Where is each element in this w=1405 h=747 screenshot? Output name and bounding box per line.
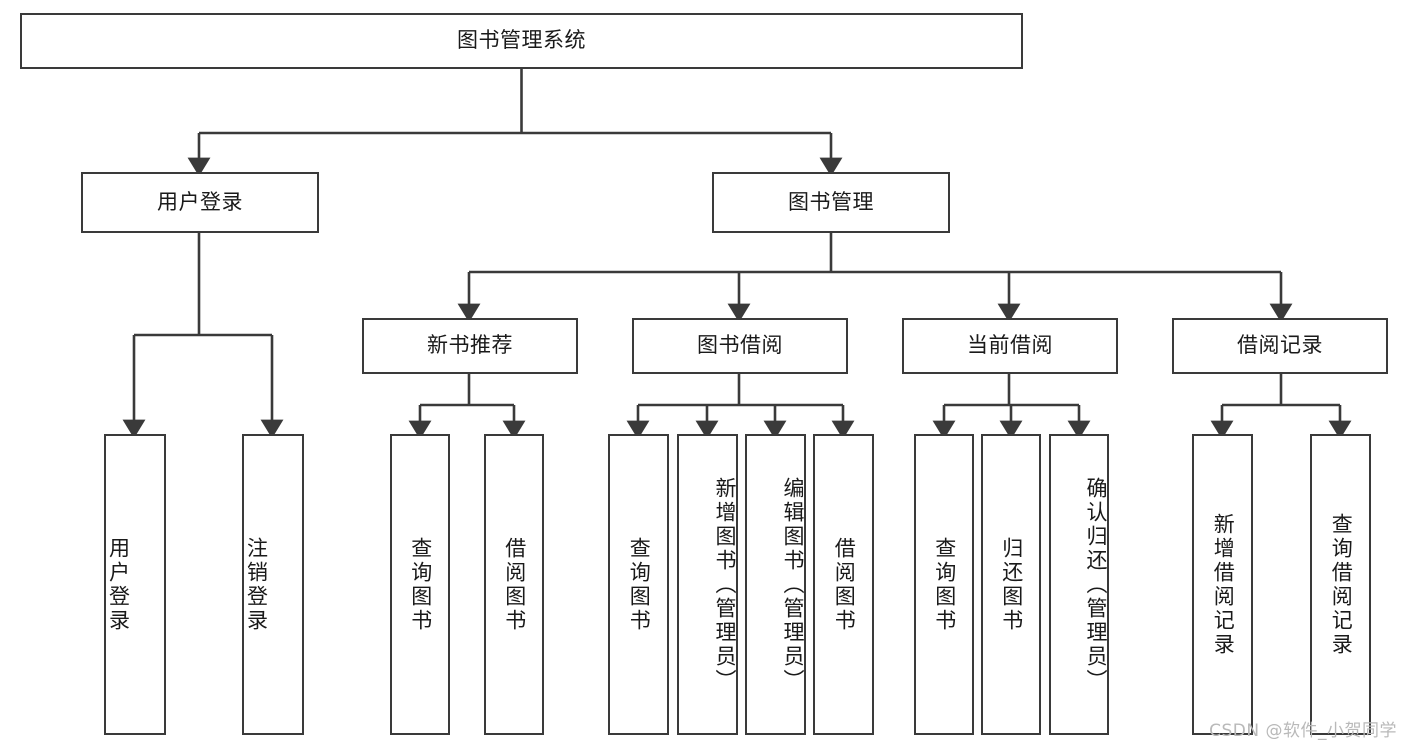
leaf-current-return-book-label: 归还图书	[999, 536, 1024, 633]
node-borrow-record[interactable]: 借阅记录	[1172, 318, 1388, 374]
leaf-borrow-query-book[interactable]: 查询图书	[608, 434, 669, 735]
leaf-borrow-add-book-admin-label: 新增图书（管理员）	[713, 476, 737, 693]
leaf-borrow-add-book-admin[interactable]: 新增图书（管理员）	[677, 434, 738, 735]
node-book-borrow[interactable]: 图书借阅	[632, 318, 848, 374]
leaf-current-query-book[interactable]: 查询图书	[914, 434, 974, 735]
node-new-book-recommendation-label: 新书推荐	[427, 333, 513, 358]
leaf-current-confirm-return-admin[interactable]: 确认归还（管理员）	[1049, 434, 1109, 735]
leaf-rec-query-book-label: 查询图书	[408, 536, 433, 633]
leaf-record-query-record-label: 查询借阅记录	[1329, 512, 1354, 657]
node-user-login[interactable]: 用户登录	[81, 172, 319, 233]
node-root-system-label: 图书管理系统	[457, 28, 586, 53]
node-borrow-record-label: 借阅记录	[1237, 333, 1323, 358]
leaf-current-return-book[interactable]: 归还图书	[981, 434, 1041, 735]
node-book-management[interactable]: 图书管理	[712, 172, 950, 233]
leaf-borrow-edit-book-admin[interactable]: 编辑图书（管理员）	[745, 434, 806, 735]
leaf-current-confirm-return-admin-label: 确认归还（管理员）	[1084, 476, 1108, 693]
leaf-record-query-record[interactable]: 查询借阅记录	[1310, 434, 1371, 735]
leaf-rec-borrow-book[interactable]: 借阅图书	[484, 434, 544, 735]
node-new-book-recommendation[interactable]: 新书推荐	[362, 318, 578, 374]
csdn-watermark: CSDN @软件_小贺同学	[1209, 721, 1397, 741]
node-book-management-label: 图书管理	[788, 189, 874, 214]
leaf-user-login-label: 用户登录	[106, 536, 131, 633]
node-current-borrow-label: 当前借阅	[967, 333, 1053, 358]
leaf-rec-borrow-book-label: 借阅图书	[502, 536, 527, 633]
leaf-record-add-record-label: 新增借阅记录	[1211, 512, 1236, 657]
leaf-user-login[interactable]: 用户登录	[104, 434, 166, 735]
leaf-rec-query-book[interactable]: 查询图书	[390, 434, 450, 735]
leaf-borrow-borrow-book-label: 借阅图书	[832, 536, 857, 633]
node-book-borrow-label: 图书借阅	[697, 333, 783, 358]
leaf-current-query-book-label: 查询图书	[932, 536, 957, 633]
node-user-login-label: 用户登录	[157, 189, 243, 214]
leaf-borrow-edit-book-admin-label: 编辑图书（管理员）	[781, 476, 805, 693]
node-current-borrow[interactable]: 当前借阅	[902, 318, 1118, 374]
node-root-system[interactable]: 图书管理系统	[20, 13, 1023, 69]
leaf-user-logout-label: 注销登录	[244, 536, 269, 633]
leaf-user-logout[interactable]: 注销登录	[242, 434, 304, 735]
leaf-borrow-query-book-label: 查询图书	[627, 536, 652, 633]
leaf-record-add-record[interactable]: 新增借阅记录	[1192, 434, 1253, 735]
leaf-borrow-borrow-book[interactable]: 借阅图书	[813, 434, 874, 735]
